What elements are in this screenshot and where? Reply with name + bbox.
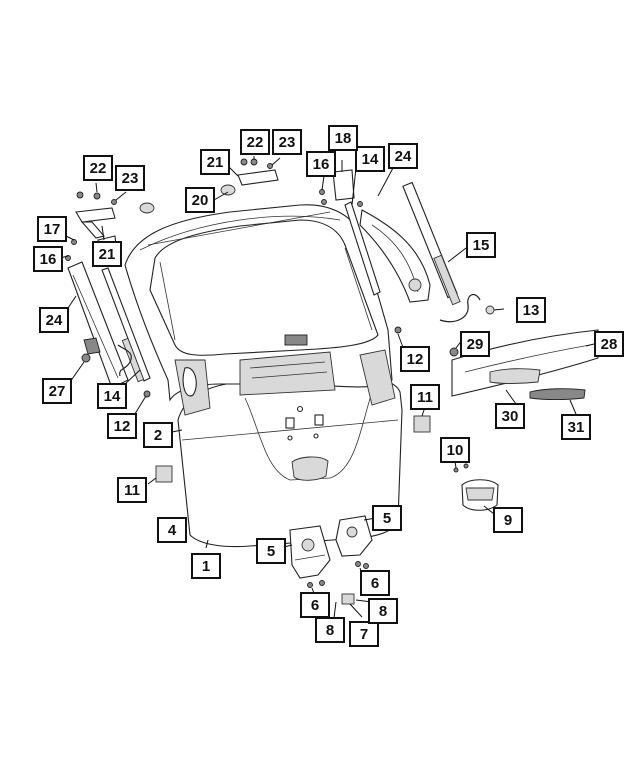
- callout-11-left: 11: [117, 477, 147, 503]
- small-fastener-12-left: [143, 390, 151, 398]
- callout-8-left: 8: [315, 617, 345, 643]
- callout-5-right: 5: [372, 505, 402, 531]
- liftgate-inner-frame: [124, 204, 396, 416]
- callout-6-left: 6: [300, 592, 330, 618]
- emblem-31: [529, 388, 586, 400]
- callout-27: 27: [42, 378, 72, 404]
- bumper-13: [485, 305, 495, 315]
- clip-29: [449, 347, 459, 357]
- callout-12-left: 12: [107, 413, 137, 439]
- callout-24-right: 24: [388, 143, 418, 169]
- leader-lines: [59, 156, 595, 619]
- callout-22-left: 22: [83, 155, 113, 181]
- liftgate-panel: [177, 375, 403, 548]
- left-wire-harness: [117, 344, 132, 377]
- left-trim-panel: [67, 261, 129, 389]
- callout-29: 29: [460, 331, 490, 357]
- callout-1: 1: [191, 553, 221, 579]
- callout-23-right: 23: [272, 129, 302, 155]
- callout-21-left: 21: [92, 241, 122, 267]
- callout-17: 17: [37, 216, 67, 242]
- right-strut-drive: [359, 209, 431, 303]
- spacer-11-left: [155, 465, 173, 483]
- latch-right: [335, 515, 373, 557]
- right-power-strut: [402, 181, 461, 306]
- callout-2: 2: [143, 422, 173, 448]
- right-gas-strut: [344, 201, 381, 296]
- callout-23-left: 23: [115, 165, 145, 191]
- center-hinge: [237, 158, 279, 186]
- callout-7: 7: [349, 621, 379, 647]
- right-hinge-18: [319, 169, 363, 207]
- callout-24-left: 24: [39, 307, 69, 333]
- callout-14-right: 14: [355, 146, 385, 172]
- callout-15: 15: [466, 232, 496, 258]
- callout-8-right: 8: [368, 598, 398, 624]
- latch-cover-9: [453, 463, 499, 511]
- callout-9: 9: [493, 507, 523, 533]
- callout-11-right: 11: [410, 384, 440, 410]
- callout-6-right: 6: [360, 570, 390, 596]
- spacer-11-right: [413, 415, 431, 433]
- callout-31: 31: [561, 414, 591, 440]
- callout-28: 28: [594, 331, 624, 357]
- callout-18: 18: [328, 125, 358, 151]
- callout-30: 30: [495, 403, 525, 429]
- callout-5-left: 5: [256, 538, 286, 564]
- callout-12-right: 12: [400, 346, 430, 372]
- callout-22-right: 22: [240, 129, 270, 155]
- callout-14-left: 14: [97, 383, 127, 409]
- right-wire-harness: [439, 293, 481, 323]
- callout-13: 13: [516, 297, 546, 323]
- callout-4: 4: [157, 517, 187, 543]
- callout-16-right: 16: [306, 151, 336, 177]
- bumper-stop-20: [139, 184, 236, 214]
- small-fastener-12-right: [394, 326, 402, 334]
- callout-21-right: 21: [200, 149, 230, 175]
- callout-20: 20: [185, 187, 215, 213]
- clip-27: [81, 353, 91, 363]
- applique-28: [451, 329, 599, 397]
- latch-fasteners: [307, 561, 369, 605]
- callout-10: 10: [440, 437, 470, 463]
- callout-16-left: 16: [33, 246, 63, 272]
- latch-left: [289, 525, 331, 579]
